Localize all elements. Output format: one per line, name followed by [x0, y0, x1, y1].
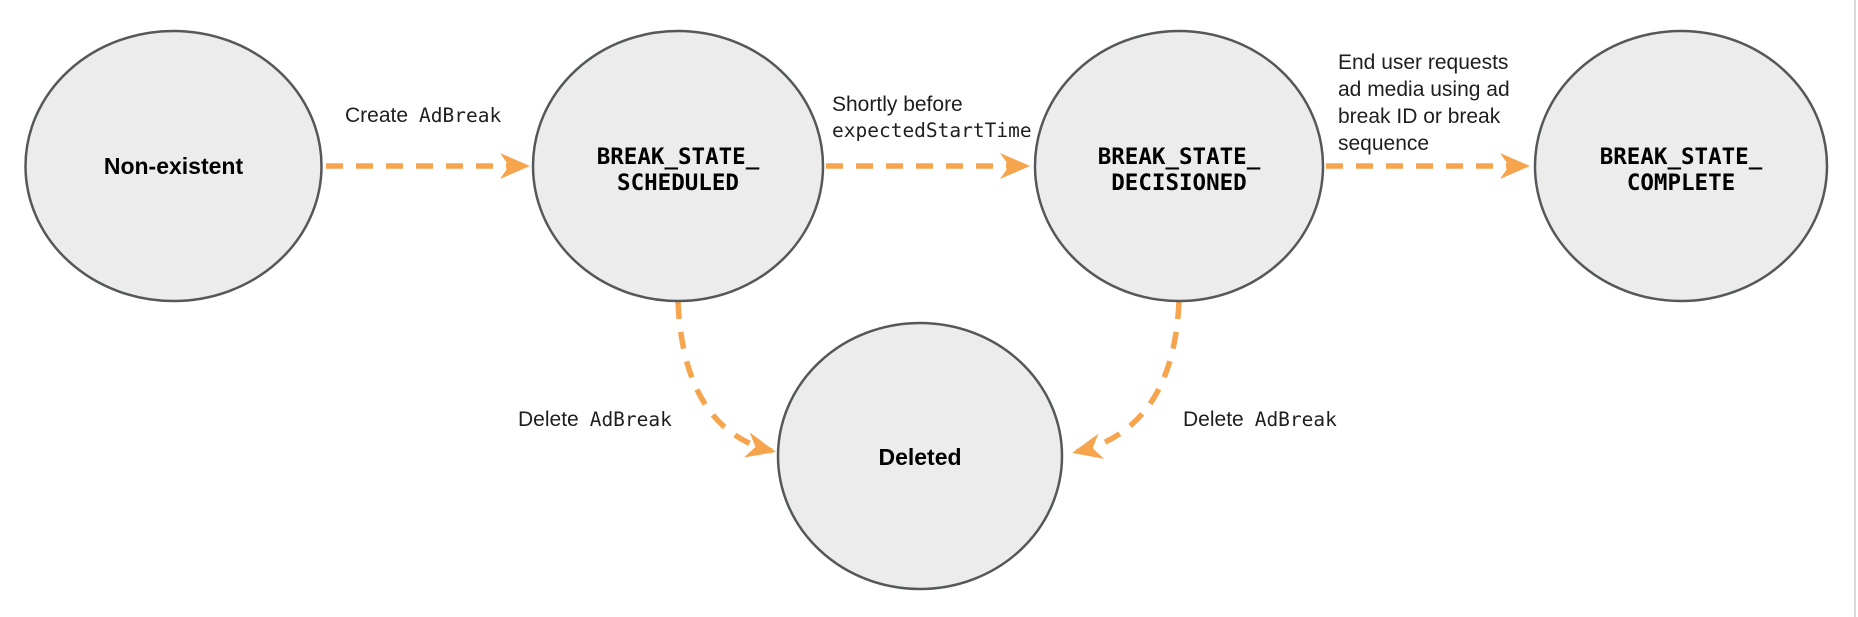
transition-arrow-delete-from-decisioned — [1072, 301, 1182, 459]
transition-label-shortly-before-line1: Shortly before — [832, 93, 963, 116]
state-node-break-state-complete — [1533, 29, 1829, 303]
transition-label-end-user-line4: sequence — [1338, 132, 1429, 155]
state-label-scheduled-line1: BREAK_STATE_ — [597, 144, 760, 170]
transition-label-delete-adbreak-left: Delete AdBreak — [518, 408, 672, 431]
state-node-break-state-decisioned — [1033, 29, 1325, 303]
transition-arrow-delete-from-scheduled — [675, 301, 776, 458]
transition-label-create-adbreak: Create AdBreak — [345, 104, 501, 127]
state-node-non-existent — [24, 29, 323, 303]
transition-label-end-user-line3: break ID or break — [1338, 105, 1501, 128]
transition-label-shortly-before-line2: expectedStartTime — [832, 119, 1032, 142]
state-node-break-state-scheduled — [531, 29, 825, 303]
state-label-complete-line1: BREAK_STATE_ — [1600, 144, 1763, 170]
state-label-deleted: Deleted — [878, 444, 961, 470]
transition-label-end-user-line2: ad media using ad — [1338, 78, 1510, 101]
state-node-deleted — [776, 321, 1064, 591]
state-label-decisioned-line2: DECISIONED — [1111, 170, 1246, 196]
state-label-scheduled-line2: SCHEDULED — [617, 170, 739, 196]
state-label-decisioned-line1: BREAK_STATE_ — [1098, 144, 1261, 170]
transition-label-delete-adbreak-right: Delete AdBreak — [1183, 408, 1337, 431]
state-label-complete-line2: COMPLETE — [1627, 170, 1735, 196]
state-label-non-existent: Non-existent — [104, 153, 244, 179]
transition-label-end-user-line1: End user requests — [1338, 51, 1508, 74]
